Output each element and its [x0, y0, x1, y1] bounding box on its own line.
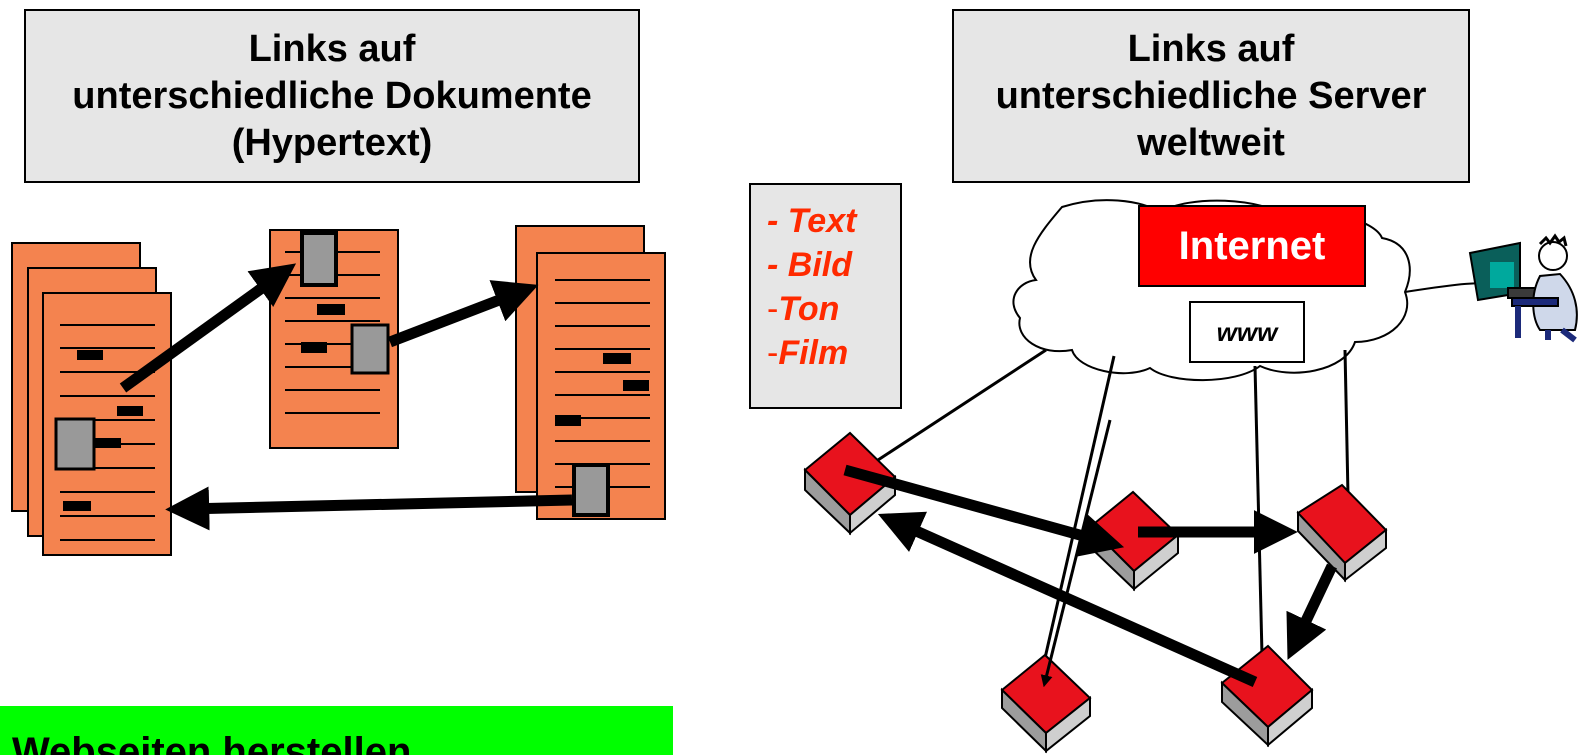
- document-middle: [269, 229, 399, 449]
- server-3: [1296, 483, 1388, 583]
- banner-text: Webseiten herstellen: [12, 730, 412, 755]
- left-title-line-3: (Hypertext): [231, 121, 433, 164]
- document-stack-right: [515, 225, 666, 520]
- server-link-arrows: [843, 464, 1337, 688]
- media-item-film: -Film: [767, 334, 849, 372]
- hyperlink-arrows: [119, 263, 573, 531]
- right-title-line-2: unterschiedliche Server: [995, 74, 1427, 117]
- internet-label: Internet: [1138, 205, 1366, 287]
- left-title-line-1: Links auf: [248, 27, 416, 70]
- media-item-bild: - Bild: [767, 246, 852, 284]
- document-stack-left: [11, 242, 172, 556]
- server-4-connection-arrow: [1040, 419, 1112, 688]
- right-title-line-3: weltweit: [1137, 121, 1285, 164]
- media-item-ton: -Ton: [767, 290, 840, 328]
- media-item-text: - Text: [767, 202, 857, 240]
- server-icons: [803, 431, 1388, 754]
- www-label: www: [1189, 301, 1305, 363]
- left-title-box: Links auf unterschiedliche Dokumente (Hy…: [24, 9, 640, 183]
- left-title-line-2: unterschiedliche Dokumente: [72, 74, 592, 117]
- server-4: [1000, 653, 1092, 754]
- server-5: [1220, 644, 1314, 748]
- right-title-box: Links auf unterschiedliche Server weltwe…: [952, 9, 1470, 183]
- user-computer-icon: [1468, 233, 1578, 343]
- media-types-box: - Text - Bild -Ton -Film: [749, 183, 902, 409]
- bottom-banner: Webseiten herstellen: [0, 706, 673, 755]
- right-title-line-1: Links auf: [1127, 27, 1295, 70]
